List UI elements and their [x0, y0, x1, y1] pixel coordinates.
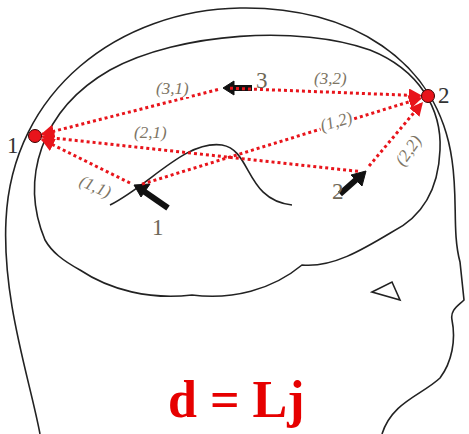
- source-dipole: 2: [358, 166, 370, 178]
- sensor-number: 1: [7, 134, 19, 157]
- eye: [372, 282, 400, 300]
- lead-field-label: (1,2): [317, 108, 355, 134]
- lead-field-label: (2,1): [133, 124, 168, 141]
- source-dipole: 3: [218, 82, 230, 94]
- sensor-number: 2: [438, 84, 450, 107]
- source-number: 3: [256, 69, 268, 92]
- source-dipole: 1: [130, 180, 142, 192]
- lead-field-arrow: [142, 98, 421, 184]
- sensor-dot: 1: [28, 129, 42, 143]
- equation: d = Lj: [168, 374, 305, 426]
- head-outline: [6, 8, 464, 434]
- sensor-dot: 2: [421, 89, 435, 103]
- lead-field-arrow: [42, 90, 218, 135]
- source-arrow-head: [134, 184, 150, 197]
- source-number: 1: [152, 216, 164, 239]
- source-arrow-head: [351, 171, 366, 186]
- lead-field-label: (2,2): [391, 131, 425, 169]
- source-arrow: [142, 190, 168, 208]
- lead-field-label: (3,1): [155, 80, 190, 97]
- lead-field-label: (3,2): [313, 70, 348, 87]
- source-number: 2: [332, 180, 344, 203]
- lead-field-label: (1,1): [76, 172, 115, 202]
- brain-outline: [35, 35, 440, 296]
